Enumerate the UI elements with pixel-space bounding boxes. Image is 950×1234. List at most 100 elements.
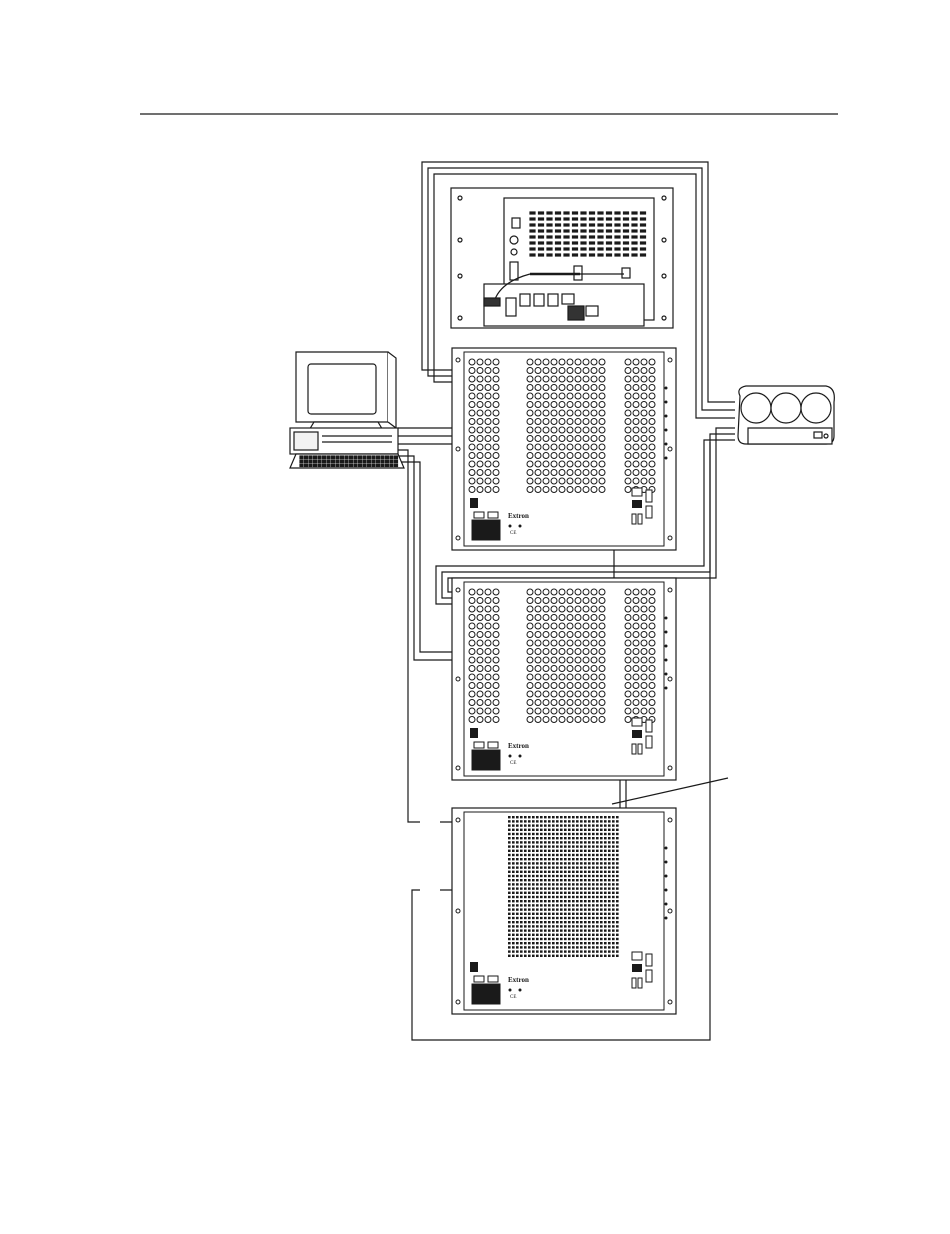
- terminal-pin: [616, 824, 619, 826]
- terminal-pin: [584, 837, 587, 839]
- terminal-pin: [532, 887, 535, 889]
- terminal-pin: [508, 892, 511, 894]
- bnc-connector: [633, 657, 639, 663]
- terminal-pin: [544, 896, 547, 898]
- bnc-connector: [477, 402, 483, 408]
- bnc-connector: [485, 674, 491, 680]
- terminal-pin: [580, 908, 583, 910]
- brand-label: Extron: [508, 742, 529, 750]
- bnc-connector: [477, 436, 483, 442]
- terminal-pin: [600, 904, 603, 906]
- terminal-pin: [576, 862, 579, 864]
- terminal-pin: [608, 921, 611, 923]
- rj45-port: [632, 964, 642, 972]
- keyboard-key: [314, 460, 317, 463]
- terminal-pin: [612, 875, 615, 877]
- terminal-pin: [588, 850, 591, 852]
- bnc-connector: [559, 453, 565, 459]
- bnc-connector: [559, 691, 565, 697]
- terminal-pin: [576, 820, 579, 822]
- bnc-connector: [583, 419, 589, 425]
- terminal-pin: [540, 862, 543, 864]
- bnc-connector: [633, 427, 639, 433]
- keyboard-key: [332, 460, 335, 463]
- bnc-connector: [551, 691, 557, 697]
- terminal-pin: [548, 850, 551, 852]
- terminal-pin: [592, 866, 595, 868]
- terminal-pin: [552, 938, 555, 940]
- bnc-connector: [527, 436, 533, 442]
- terminal-pin: [544, 913, 547, 915]
- bnc-connector: [469, 632, 475, 638]
- terminal-pin: [592, 929, 595, 931]
- terminal-pin: [528, 858, 531, 860]
- bnc-connector: [493, 461, 499, 467]
- bnc-connector: [599, 393, 605, 399]
- terminal-pin: [516, 879, 519, 881]
- bnc-connector: [575, 666, 581, 672]
- bnc-connector: [543, 615, 549, 621]
- vent-slot: [547, 236, 552, 238]
- terminal-pin: [576, 841, 579, 843]
- terminal-pin: [588, 820, 591, 822]
- bnc-connector: [641, 410, 647, 416]
- terminal-pin: [588, 950, 591, 952]
- power-inlet-2: [486, 750, 500, 770]
- bnc-connector: [527, 717, 533, 723]
- bnc-connector: [535, 402, 541, 408]
- terminal-pin: [612, 841, 615, 843]
- matrix-switcher-3: ExtronCE: [452, 808, 676, 1014]
- vent-slot: [539, 218, 544, 220]
- terminal-pin: [608, 892, 611, 894]
- vent-slot: [564, 212, 569, 214]
- terminal-pin: [516, 862, 519, 864]
- terminal-pin: [512, 955, 515, 957]
- terminal-pin: [576, 833, 579, 835]
- terminal-pin: [584, 816, 587, 818]
- terminal-pin: [576, 879, 579, 881]
- bnc-connector: [493, 598, 499, 604]
- terminal-pin: [520, 854, 523, 856]
- vent-slot: [641, 224, 646, 226]
- bnc-connector: [551, 666, 557, 672]
- bnc-connector: [583, 615, 589, 621]
- terminal-pin: [508, 929, 511, 931]
- bnc-connector: [599, 444, 605, 450]
- bnc-connector: [625, 444, 631, 450]
- terminal-pin: [548, 925, 551, 927]
- bnc-connector: [641, 376, 647, 382]
- terminal-pin: [612, 892, 615, 894]
- bnc-connector: [641, 632, 647, 638]
- terminal-pin: [588, 862, 591, 864]
- terminal-pin: [560, 875, 563, 877]
- terminal-pin: [536, 858, 539, 860]
- bnc-connector: [599, 436, 605, 442]
- bnc-connector: [575, 402, 581, 408]
- terminal-pin: [572, 938, 575, 940]
- terminal-pin: [572, 820, 575, 822]
- keyboard-key: [314, 464, 317, 467]
- terminal-pin: [508, 934, 511, 936]
- terminal-pin: [536, 837, 539, 839]
- terminal-pin: [576, 858, 579, 860]
- terminal-pin: [596, 829, 599, 831]
- terminal-pin: [592, 900, 595, 902]
- terminal-pin: [564, 833, 567, 835]
- terminal-pin: [552, 946, 555, 948]
- vent-slot: [615, 218, 620, 220]
- terminal-pin: [564, 929, 567, 931]
- terminal-pin: [584, 850, 587, 852]
- terminal-pin: [616, 871, 619, 873]
- bnc-connector: [583, 461, 589, 467]
- bnc-connector: [575, 708, 581, 714]
- terminal-pin: [552, 921, 555, 923]
- terminal-pin: [584, 862, 587, 864]
- terminal-pin: [540, 955, 543, 957]
- bnc-connector: [641, 453, 647, 459]
- terminal-pin: [592, 904, 595, 906]
- terminal-pin: [540, 950, 543, 952]
- terminal-pin: [564, 820, 567, 822]
- bnc-connector: [583, 691, 589, 697]
- terminal-pin: [520, 875, 523, 877]
- terminal-pin: [592, 925, 595, 927]
